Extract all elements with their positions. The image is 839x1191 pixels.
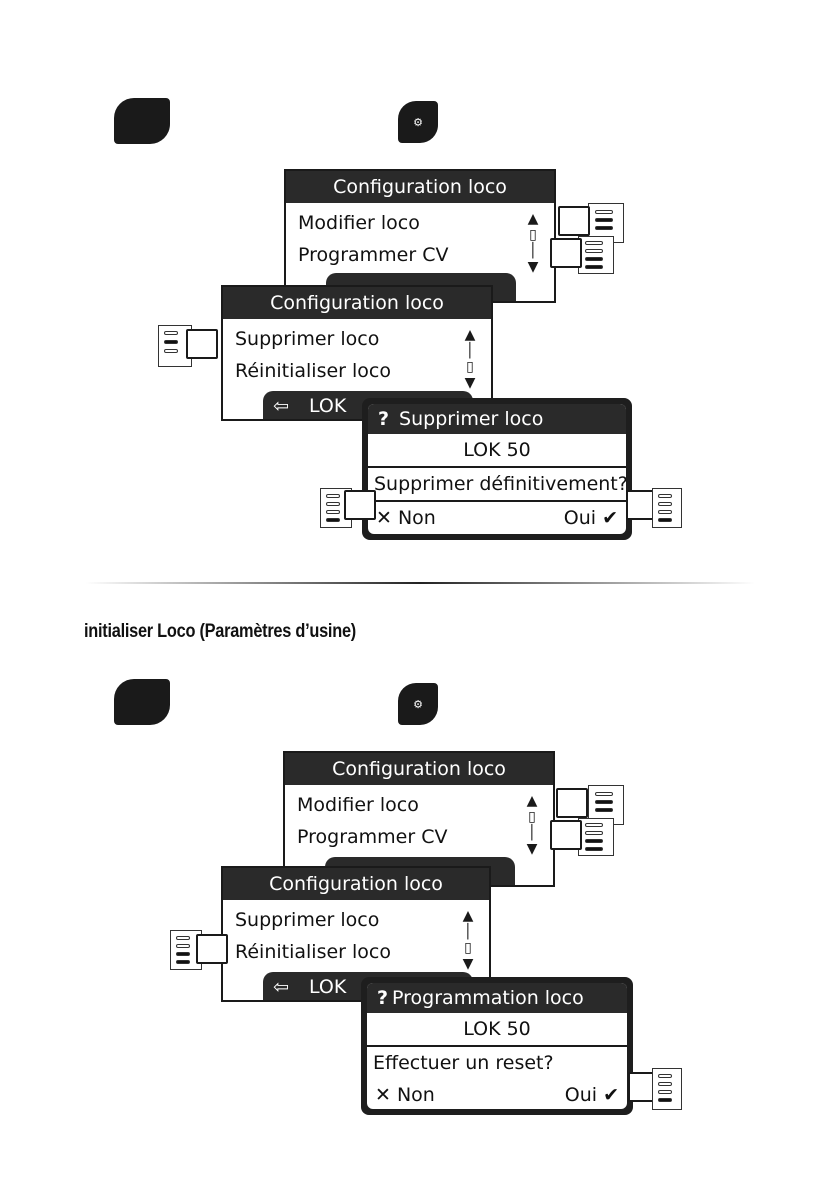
scroll-indicator-icon: ▲▯│▼ xyxy=(526,793,538,857)
check-icon: ✔ xyxy=(602,507,618,529)
controller-knob-icon xyxy=(558,206,590,236)
dialog-loco-name: LOK 50 xyxy=(368,434,626,468)
dialog-loco-name: LOK 50 xyxy=(367,1013,627,1047)
no-label: Non xyxy=(396,1084,435,1106)
back-arrow-icon: ⇦ xyxy=(273,395,289,417)
controller-knob-icon xyxy=(550,238,582,268)
menu-key-icon xyxy=(114,98,170,144)
controller-icon xyxy=(652,1068,682,1110)
dialog-title: Supprimer loco xyxy=(399,408,544,430)
controller-knob-icon xyxy=(186,329,218,359)
screen-title: Configuration loco xyxy=(286,171,554,203)
scroll-indicator-icon: ▲▯│▼ xyxy=(527,211,539,275)
check-icon: ✔ xyxy=(603,1084,619,1106)
loco-settings-key-icon: ⚙ xyxy=(398,683,438,725)
controller-knob-icon xyxy=(196,934,228,964)
menu-item-supprimer-loco[interactable]: Supprimer loco xyxy=(235,909,380,931)
controller-icon xyxy=(578,818,614,856)
dialog-title: Programmation loco xyxy=(392,987,584,1009)
yes-button[interactable]: Oui ✔ xyxy=(564,502,618,534)
yes-button[interactable]: Oui ✔ xyxy=(565,1079,619,1109)
menu-item-reinitialiser-loco[interactable]: Réinitialiser loco xyxy=(235,941,391,963)
dialog-message: Effectuer un reset? xyxy=(373,1052,554,1074)
reset-loco-dialog: ?Programmation loco LOK 50 Effectuer un … xyxy=(361,977,633,1115)
controller-icon xyxy=(652,488,682,528)
dialog-message: Supprimer définitivement? xyxy=(368,468,626,502)
menu-item-programmer-cv[interactable]: Programmer CV xyxy=(297,826,448,848)
cross-icon: ✕ xyxy=(376,507,392,529)
no-button[interactable]: ✕ Non xyxy=(376,502,436,534)
section-heading: initialiser Loco (Paramètres d’usine) xyxy=(84,621,356,642)
controller-knob-icon xyxy=(556,788,588,818)
scroll-indicator-icon: ▲│▯▼ xyxy=(462,908,474,972)
question-icon: ? xyxy=(378,408,390,430)
yes-label: Oui xyxy=(563,507,597,529)
menu-item-reinitialiser-loco[interactable]: Réinitialiser loco xyxy=(235,360,391,382)
scroll-indicator-icon: ▲│▯▼ xyxy=(464,327,476,391)
softkey-label: LOK xyxy=(308,395,347,417)
no-label: Non xyxy=(397,507,436,529)
menu-item-programmer-cv[interactable]: Programmer CV xyxy=(298,244,449,266)
loco-settings-key-icon: ⚙ xyxy=(398,101,438,143)
menu-key-icon xyxy=(114,679,170,725)
no-button[interactable]: ✕ Non xyxy=(375,1079,435,1109)
menu-item-modifier-loco[interactable]: Modifier loco xyxy=(297,794,419,816)
config-loco-screen-a: Configuration loco Modifier loco Program… xyxy=(284,169,556,303)
screen-title: Configuration loco xyxy=(223,868,489,900)
back-arrow-icon: ⇦ xyxy=(273,976,289,998)
menu-item-modifier-loco[interactable]: Modifier loco xyxy=(298,212,420,234)
cross-icon: ✕ xyxy=(375,1084,391,1106)
delete-loco-dialog: ? Supprimer loco LOK 50 Supprimer définit… xyxy=(362,398,632,540)
question-icon: ? xyxy=(377,987,389,1009)
screen-title: Configuration loco xyxy=(285,753,553,785)
menu-item-supprimer-loco[interactable]: Supprimer loco xyxy=(235,328,380,350)
softkey-label: LOK xyxy=(308,976,347,998)
yes-label: Oui xyxy=(564,1084,598,1106)
controller-knob-icon xyxy=(344,490,376,520)
screen-title: Configuration loco xyxy=(223,287,491,319)
controller-knob-icon xyxy=(550,820,582,850)
controller-icon xyxy=(578,236,614,274)
section-divider xyxy=(85,582,755,584)
